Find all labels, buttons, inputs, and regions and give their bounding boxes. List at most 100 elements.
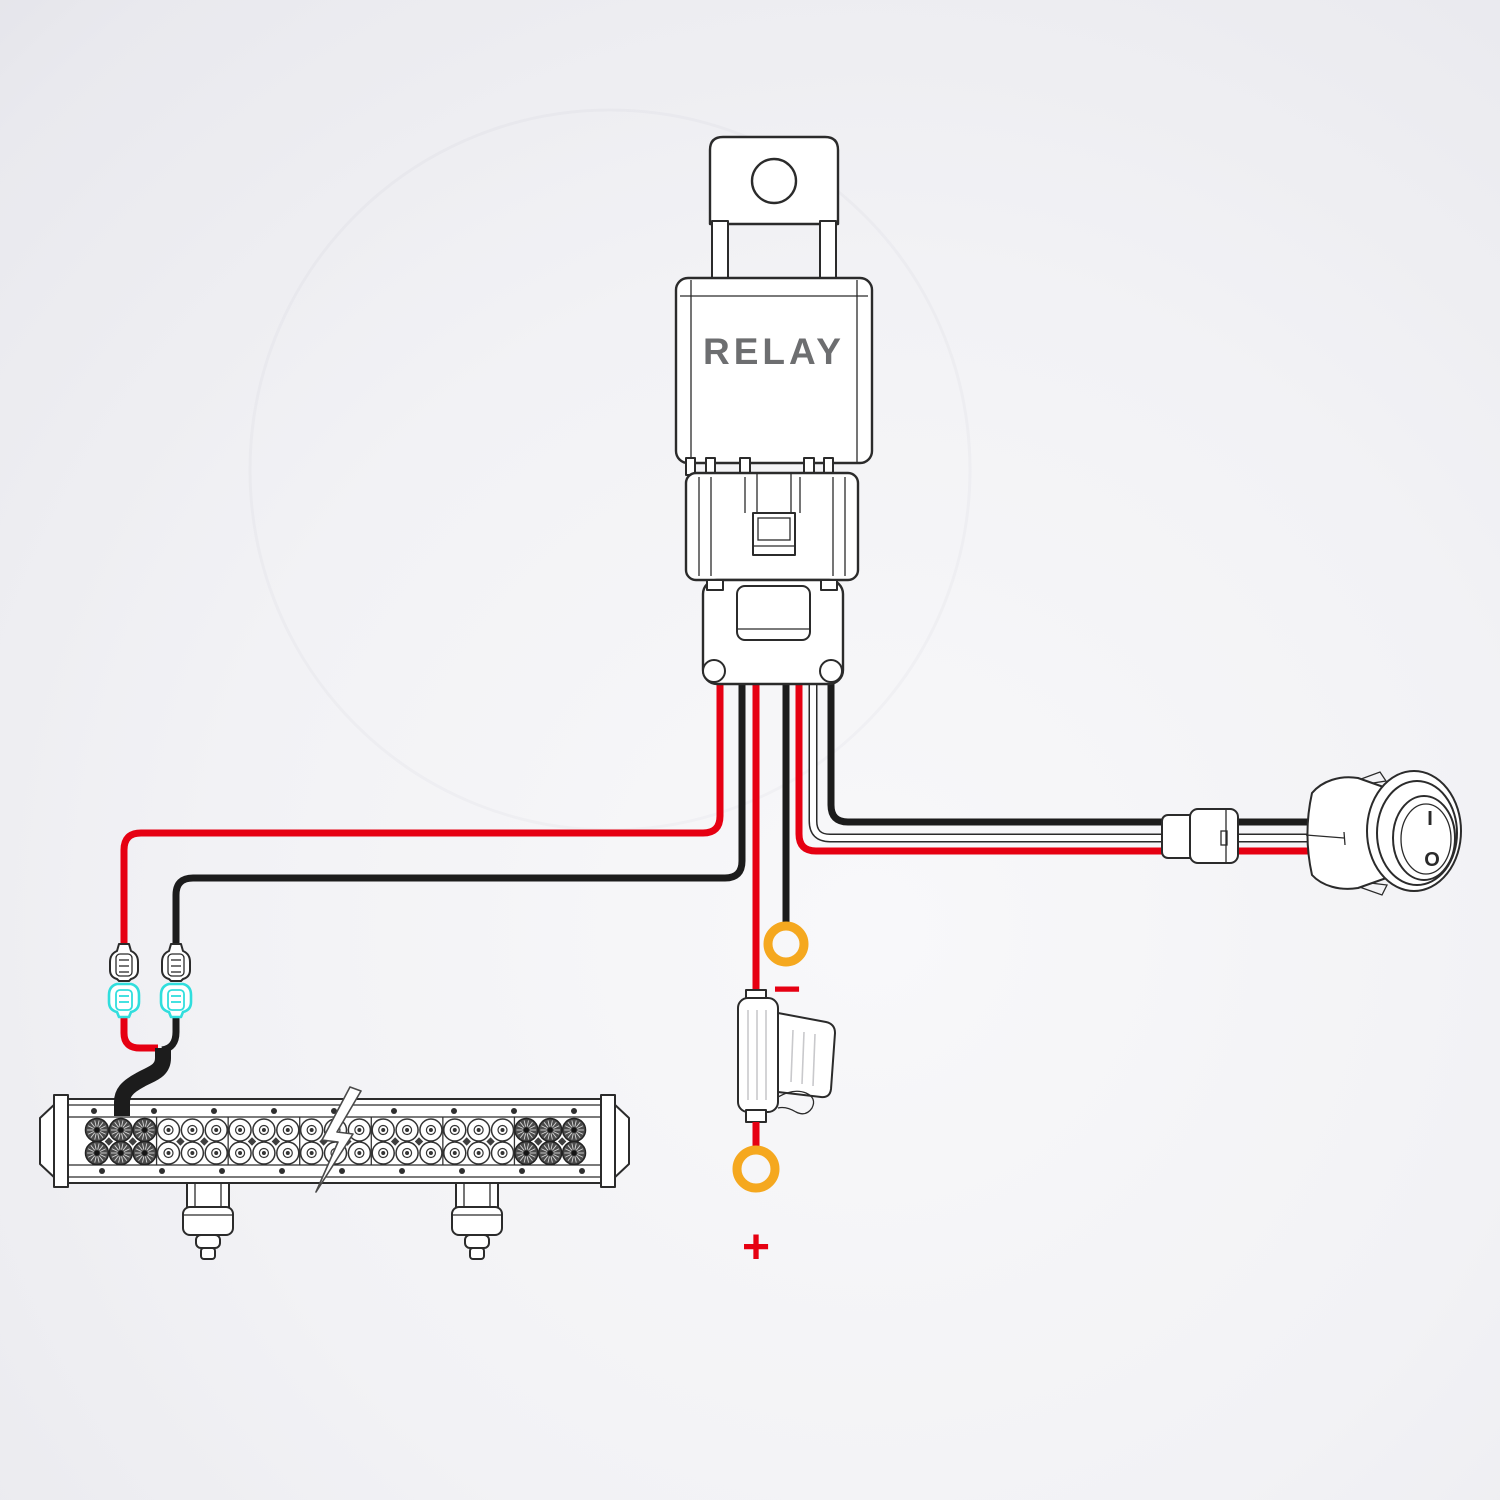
led-reflector-spoke (90, 1145, 96, 1151)
led-reflector-spoke (529, 1148, 536, 1152)
led-chip (309, 1128, 314, 1132)
led-panel-diamond (462, 1137, 471, 1146)
led-reflector-spoke (122, 1122, 128, 1128)
led-reflector-spoke (517, 1131, 524, 1135)
led-reflector-spoke (144, 1133, 148, 1140)
rail-screw (579, 1168, 585, 1174)
relay-body (674, 276, 874, 465)
led-reflector-spoke (122, 1145, 128, 1151)
lightbar-cable (114, 1048, 171, 1116)
led-chip (309, 1151, 314, 1155)
white-wire-switch (810, 682, 1313, 841)
led-chip (405, 1128, 410, 1132)
led-reflector-spoke (523, 1133, 527, 1140)
led-reflector-spoke (574, 1156, 577, 1163)
led-reflector-spoke (541, 1125, 548, 1129)
led-reflector-spoke (575, 1122, 581, 1128)
led-reflector-spoke (142, 1133, 145, 1140)
led-reflector-spoke (111, 1131, 118, 1135)
led-reflector-spoke (118, 1120, 121, 1127)
relay-tab-leg-left (711, 220, 729, 282)
rail-screw (339, 1168, 345, 1174)
led-chip (452, 1151, 457, 1155)
fuse-latch-lever (777, 1090, 815, 1115)
rail-screw (331, 1108, 337, 1114)
led-reflector-spoke (123, 1131, 130, 1135)
led-reflector-spoke (121, 1156, 124, 1163)
bracket-bolt-left (195, 1234, 221, 1249)
inline-connector-receptacle (1189, 808, 1239, 864)
led-chip (238, 1151, 243, 1155)
led-reflector-spoke (552, 1122, 557, 1128)
switch-off-mark: O (1424, 849, 1440, 871)
background-watermark (250, 110, 970, 830)
led-chip (261, 1151, 266, 1155)
led-chip (285, 1151, 290, 1155)
led-chip (94, 1150, 100, 1156)
led-reflector-spoke (574, 1120, 577, 1127)
led-reflector-spoke (519, 1132, 525, 1138)
led-reflector-spoke (526, 1156, 529, 1163)
led-chip (142, 1150, 148, 1156)
led-chip (428, 1151, 433, 1155)
led-reflector-spoke (528, 1122, 533, 1128)
led-chip (118, 1150, 124, 1156)
led-reflector-spoke (99, 1131, 106, 1135)
led-chip (547, 1127, 553, 1133)
led-chip (476, 1128, 481, 1132)
led-panel-diamond (271, 1137, 281, 1146)
positive-label: + (742, 1221, 770, 1274)
led-chip (571, 1127, 577, 1133)
led-reflector-spoke (142, 1120, 145, 1127)
connector-latch (736, 585, 811, 641)
led-reflector-spoke (523, 1143, 527, 1150)
led-reflector-spoke (523, 1156, 527, 1163)
red-wire-switch (795, 682, 1313, 855)
black-wire-switch (827, 682, 1313, 826)
led-reflector-spoke (144, 1143, 148, 1150)
connector-seal-right (819, 659, 843, 683)
led-reflector-spoke (138, 1145, 143, 1151)
led-reflector-spoke (147, 1148, 154, 1152)
led-reflector-spoke (552, 1132, 557, 1138)
led-reflector-spoke (571, 1120, 574, 1127)
led-reflector-spoke (87, 1154, 94, 1158)
led-reflector-spoke (94, 1156, 97, 1163)
led-reflector-spoke (121, 1133, 124, 1140)
led-reflector-spoke (517, 1125, 524, 1129)
relay: RELAY (674, 135, 874, 686)
led-reflector-spoke (523, 1120, 527, 1127)
led-reflector-spoke (114, 1155, 119, 1161)
led-reflector-spoke (529, 1125, 536, 1129)
led-chip (476, 1151, 481, 1155)
lightbar-lead-junction (114, 1012, 180, 1116)
led-chip (285, 1128, 290, 1132)
led-reflector-spoke (552, 1145, 557, 1151)
led-chip (405, 1151, 410, 1155)
positive-ring-terminal: + (732, 1122, 780, 1274)
led-panel-diamond (414, 1137, 424, 1146)
rail-screw (511, 1108, 517, 1114)
led-chip (166, 1128, 171, 1132)
rail-screw (279, 1168, 285, 1174)
led-reflector-spoke (111, 1154, 118, 1158)
led-reflector-spoke (550, 1156, 553, 1163)
fuse-holder (737, 989, 836, 1123)
led-reflector-spoke (146, 1122, 152, 1128)
led-reflector-spoke (147, 1154, 154, 1158)
led-reflector-spoke (121, 1120, 124, 1127)
led-reflector-spoke (144, 1120, 148, 1127)
led-reflector-spoke (90, 1155, 96, 1161)
led-reflector-spoke (142, 1143, 145, 1150)
led-reflector-spoke (552, 1155, 557, 1161)
led-reflector-spoke (94, 1120, 97, 1127)
led-reflector-spoke (550, 1120, 553, 1127)
led-reflector-spoke (541, 1148, 548, 1152)
led-chip (500, 1151, 505, 1155)
led-reflector-spoke (147, 1131, 154, 1135)
male-spade-terminal (161, 943, 191, 982)
led-chip (94, 1127, 100, 1133)
led-chip (428, 1128, 433, 1132)
led-reflector-spoke (123, 1125, 130, 1129)
